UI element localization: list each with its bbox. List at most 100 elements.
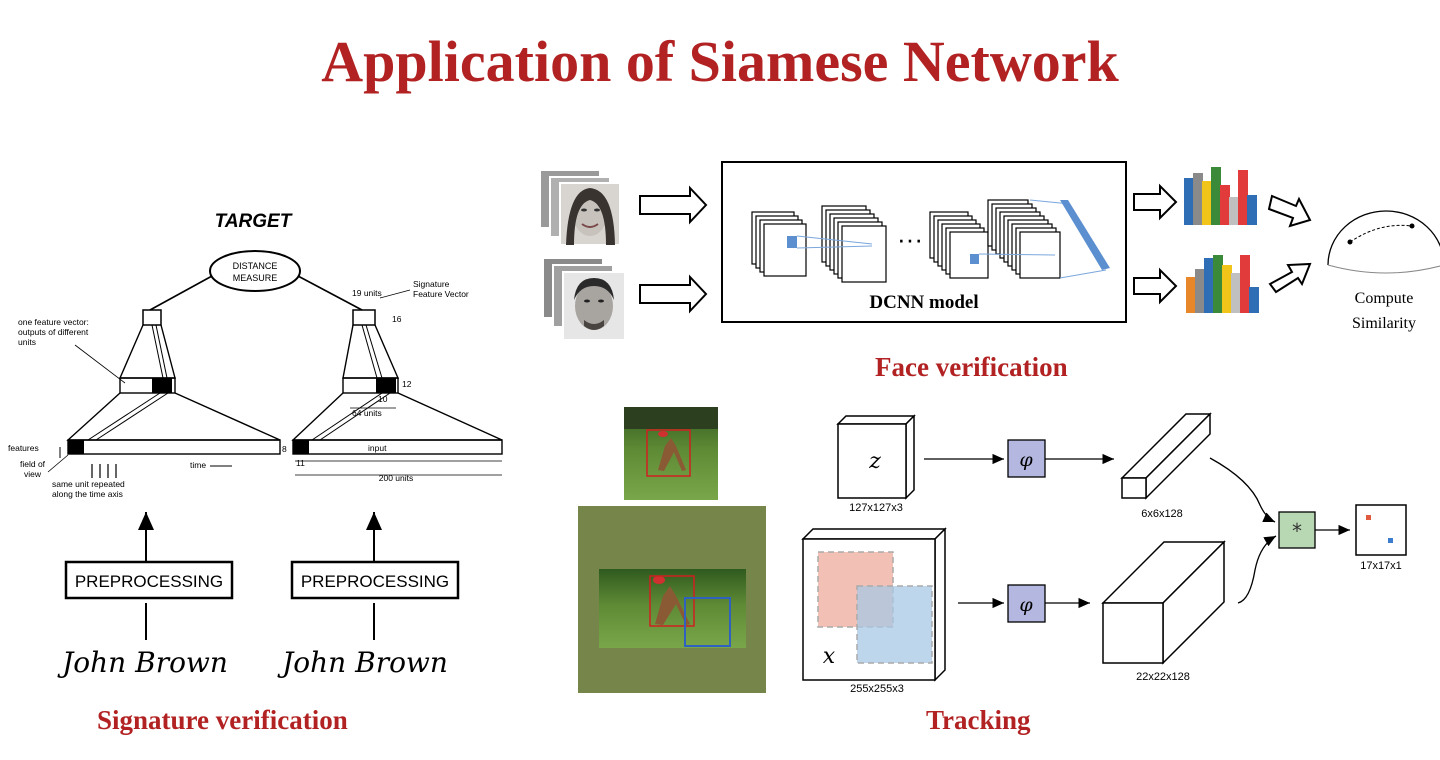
- star-symbol: *: [1292, 519, 1302, 543]
- feature-histogram-bottom: [1186, 255, 1259, 313]
- units-64-label: 64 units: [352, 408, 382, 418]
- small-feature-label: 6x6x128: [1141, 508, 1183, 520]
- one-feature-label-2: outputs of different: [18, 327, 89, 337]
- n16-label: 16: [392, 314, 402, 324]
- n10-label: 10: [378, 394, 388, 404]
- units-19-label: 19 units: [352, 288, 382, 298]
- features-label: features: [8, 443, 39, 453]
- similarity-label: Similarity: [1352, 315, 1416, 332]
- hollow-arrow-5: [1267, 194, 1312, 228]
- left-upper-trapezoid: [118, 324, 176, 379]
- dcnn-model-label: DCNN model: [869, 292, 978, 313]
- slide-title: Application of Siamese Network: [321, 29, 1119, 94]
- left-input-layer: [67, 439, 281, 455]
- hollow-arrow-4: [1133, 267, 1178, 305]
- right-feature-unit: [352, 309, 376, 326]
- histogram-bar: [1193, 173, 1203, 225]
- phi-box-top: [1007, 439, 1046, 478]
- distance-measure-ellipse: [209, 250, 301, 292]
- histogram-bar: [1184, 178, 1194, 225]
- field-label-2: view: [24, 469, 42, 479]
- face-caption: Face verification: [875, 352, 1068, 382]
- face-stack-bottom: [542, 257, 626, 341]
- face-stack-top: [539, 169, 621, 246]
- sig-feature-label-1: Signature: [413, 279, 450, 289]
- large-feature-block: [1101, 540, 1226, 665]
- sig-feature-label-2: Feature Vector: [413, 289, 469, 299]
- histogram-bar: [1204, 258, 1214, 313]
- histogram-bar: [1238, 170, 1248, 225]
- face-diagram: ···: [539, 161, 1440, 341]
- fc-layer: [1060, 200, 1110, 270]
- one-feature-label-1: one feature vector:: [18, 317, 89, 327]
- z-size-label: 127x127x3: [849, 502, 903, 514]
- hollow-arrow-3: [1133, 183, 1178, 221]
- input-label: input: [368, 443, 387, 453]
- similarity-sphere: [1327, 210, 1440, 266]
- target-label: TARGET: [215, 211, 293, 232]
- phi-symbol-top: φ: [1019, 449, 1033, 471]
- histogram-bar: [1186, 277, 1196, 313]
- preprocessing-box-right: [290, 560, 460, 600]
- dcnn-ellipsis: ···: [897, 224, 923, 254]
- n12-label: 12: [402, 379, 412, 389]
- histogram-bar: [1240, 255, 1250, 313]
- hollow-arrow-1: [639, 185, 708, 225]
- signature-right: John Brown: [277, 646, 448, 679]
- left-lower-trapezoid: [66, 392, 281, 441]
- z-cube: [836, 414, 916, 500]
- right-lower-trapezoid: [291, 392, 503, 441]
- signature-diagram: TARGET DISTANCE MEASURE: [8, 211, 503, 679]
- left-feature-unit: [142, 309, 162, 326]
- units-200-label: 200 units: [379, 473, 414, 483]
- left-mid-layer: [119, 377, 176, 394]
- histogram-bar: [1220, 185, 1230, 225]
- cross-correlation-box: [1278, 511, 1316, 549]
- histogram-bar: [1249, 287, 1259, 313]
- x-size-label: 255x255x3: [850, 683, 904, 695]
- hollow-arrow-6: [1268, 262, 1312, 294]
- x-symbol: x: [823, 644, 836, 669]
- dcnn-layer-group-3: [929, 211, 989, 279]
- right-upper-trapezoid: [342, 324, 400, 379]
- tracking-diagram: z 127x127x3 x 255x255x3 φ φ: [578, 407, 1407, 695]
- time-label: time: [190, 460, 206, 470]
- tracking-caption: Tracking: [926, 705, 1031, 735]
- histogram-bar: [1229, 197, 1239, 225]
- field-label-1: field of: [20, 459, 46, 469]
- phi-symbol-bottom: φ: [1019, 594, 1033, 616]
- feature-histogram-top: [1184, 167, 1257, 225]
- score-map-label: 17x17x1: [1360, 560, 1402, 572]
- histogram-bar: [1213, 255, 1223, 313]
- histogram-bar: [1202, 181, 1212, 225]
- histogram-bar: [1222, 265, 1232, 313]
- search-image: [578, 506, 766, 693]
- z-symbol: z: [868, 449, 881, 474]
- hollow-arrow-2: [639, 274, 708, 314]
- histogram-bar: [1231, 273, 1241, 313]
- dcnn-layer-group-1: [751, 211, 807, 277]
- small-feature-block: [1120, 412, 1212, 500]
- signature-left: John Brown: [57, 646, 228, 679]
- measure-label: MEASURE: [233, 273, 278, 283]
- distance-label: DISTANCE: [233, 261, 278, 271]
- compute-label: Compute: [1355, 290, 1414, 307]
- n8-label: 8: [282, 444, 287, 454]
- preprocessing-label-left: PREPROCESSING: [75, 572, 223, 591]
- score-map: [1355, 504, 1407, 556]
- signature-caption: Signature verification: [97, 705, 348, 735]
- histogram-bar: [1195, 269, 1205, 313]
- phi-box-bottom: [1007, 584, 1046, 623]
- repeat-label-1: same unit repeated: [52, 479, 125, 489]
- n11-label: 11: [296, 458, 305, 468]
- preprocessing-box-left: [64, 560, 234, 600]
- histogram-bar: [1211, 167, 1221, 225]
- one-feature-label-3: units: [18, 337, 36, 347]
- preprocessing-label-right: PREPROCESSING: [301, 572, 449, 591]
- histogram-bar: [1247, 195, 1257, 225]
- right-mid-layer: [342, 377, 399, 394]
- large-feature-label: 22x22x128: [1136, 671, 1190, 683]
- right-input-layer: [292, 439, 503, 455]
